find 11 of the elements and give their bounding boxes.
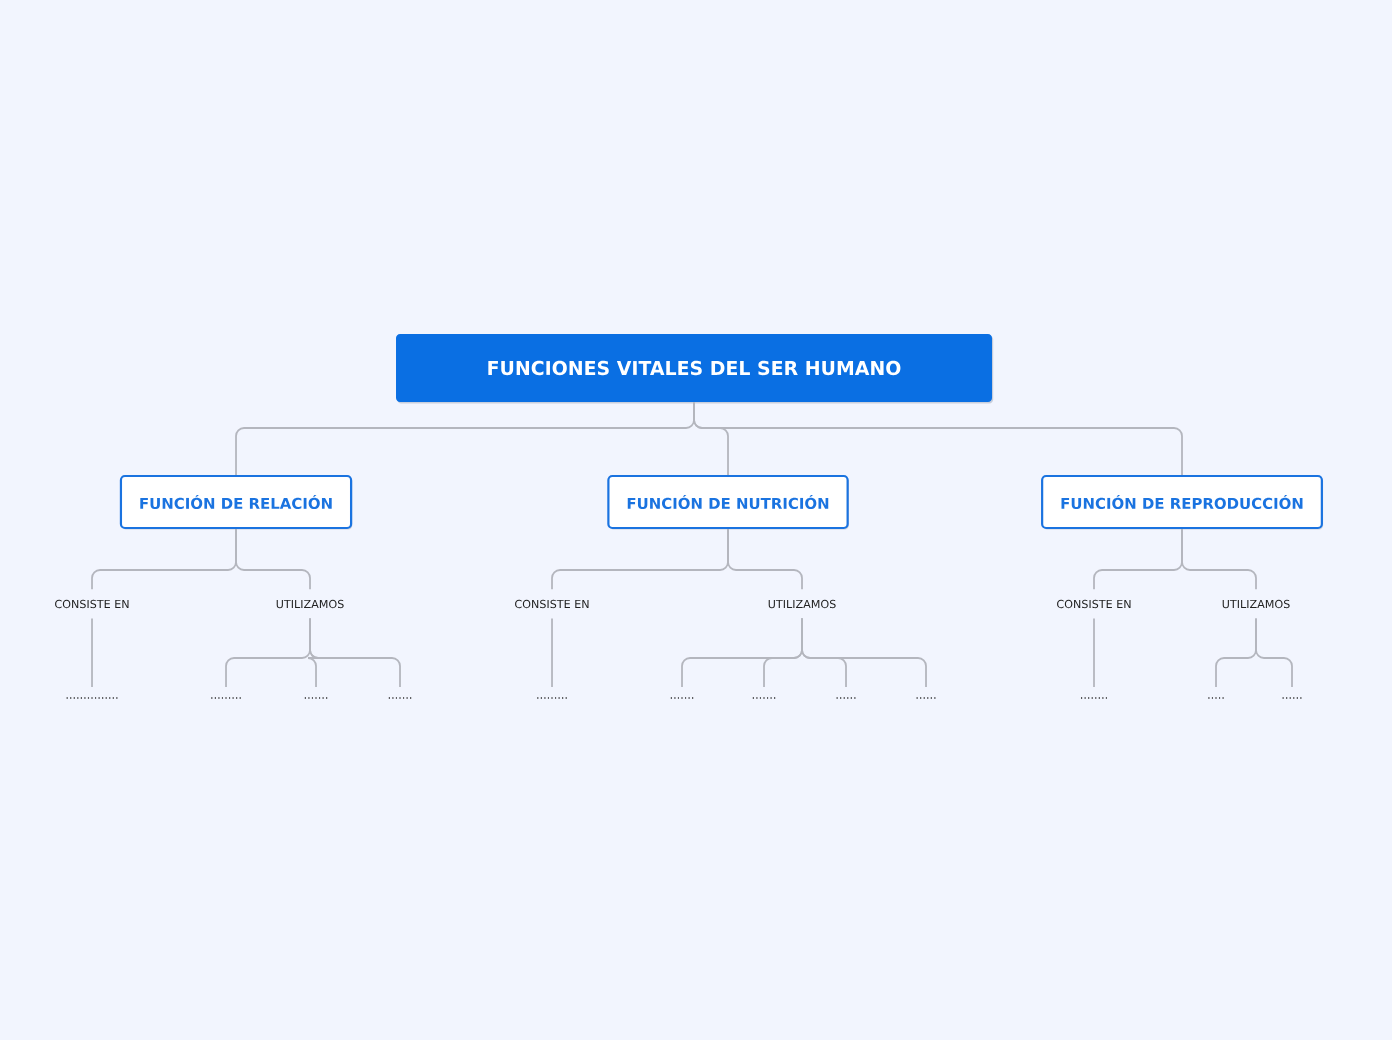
connector-line bbox=[727, 528, 803, 591]
connector-line bbox=[801, 617, 927, 688]
connector-line bbox=[1255, 617, 1293, 688]
connector-line bbox=[309, 617, 401, 688]
connector-line bbox=[693, 401, 1183, 476]
connector-line bbox=[1093, 617, 1095, 688]
root-topic-box: FUNCIONES VITALES DEL SER HUMANO bbox=[396, 334, 994, 404]
connector-line bbox=[551, 617, 553, 688]
connector-line bbox=[1181, 528, 1257, 591]
connector-line bbox=[91, 617, 93, 688]
connector-line bbox=[235, 528, 311, 591]
